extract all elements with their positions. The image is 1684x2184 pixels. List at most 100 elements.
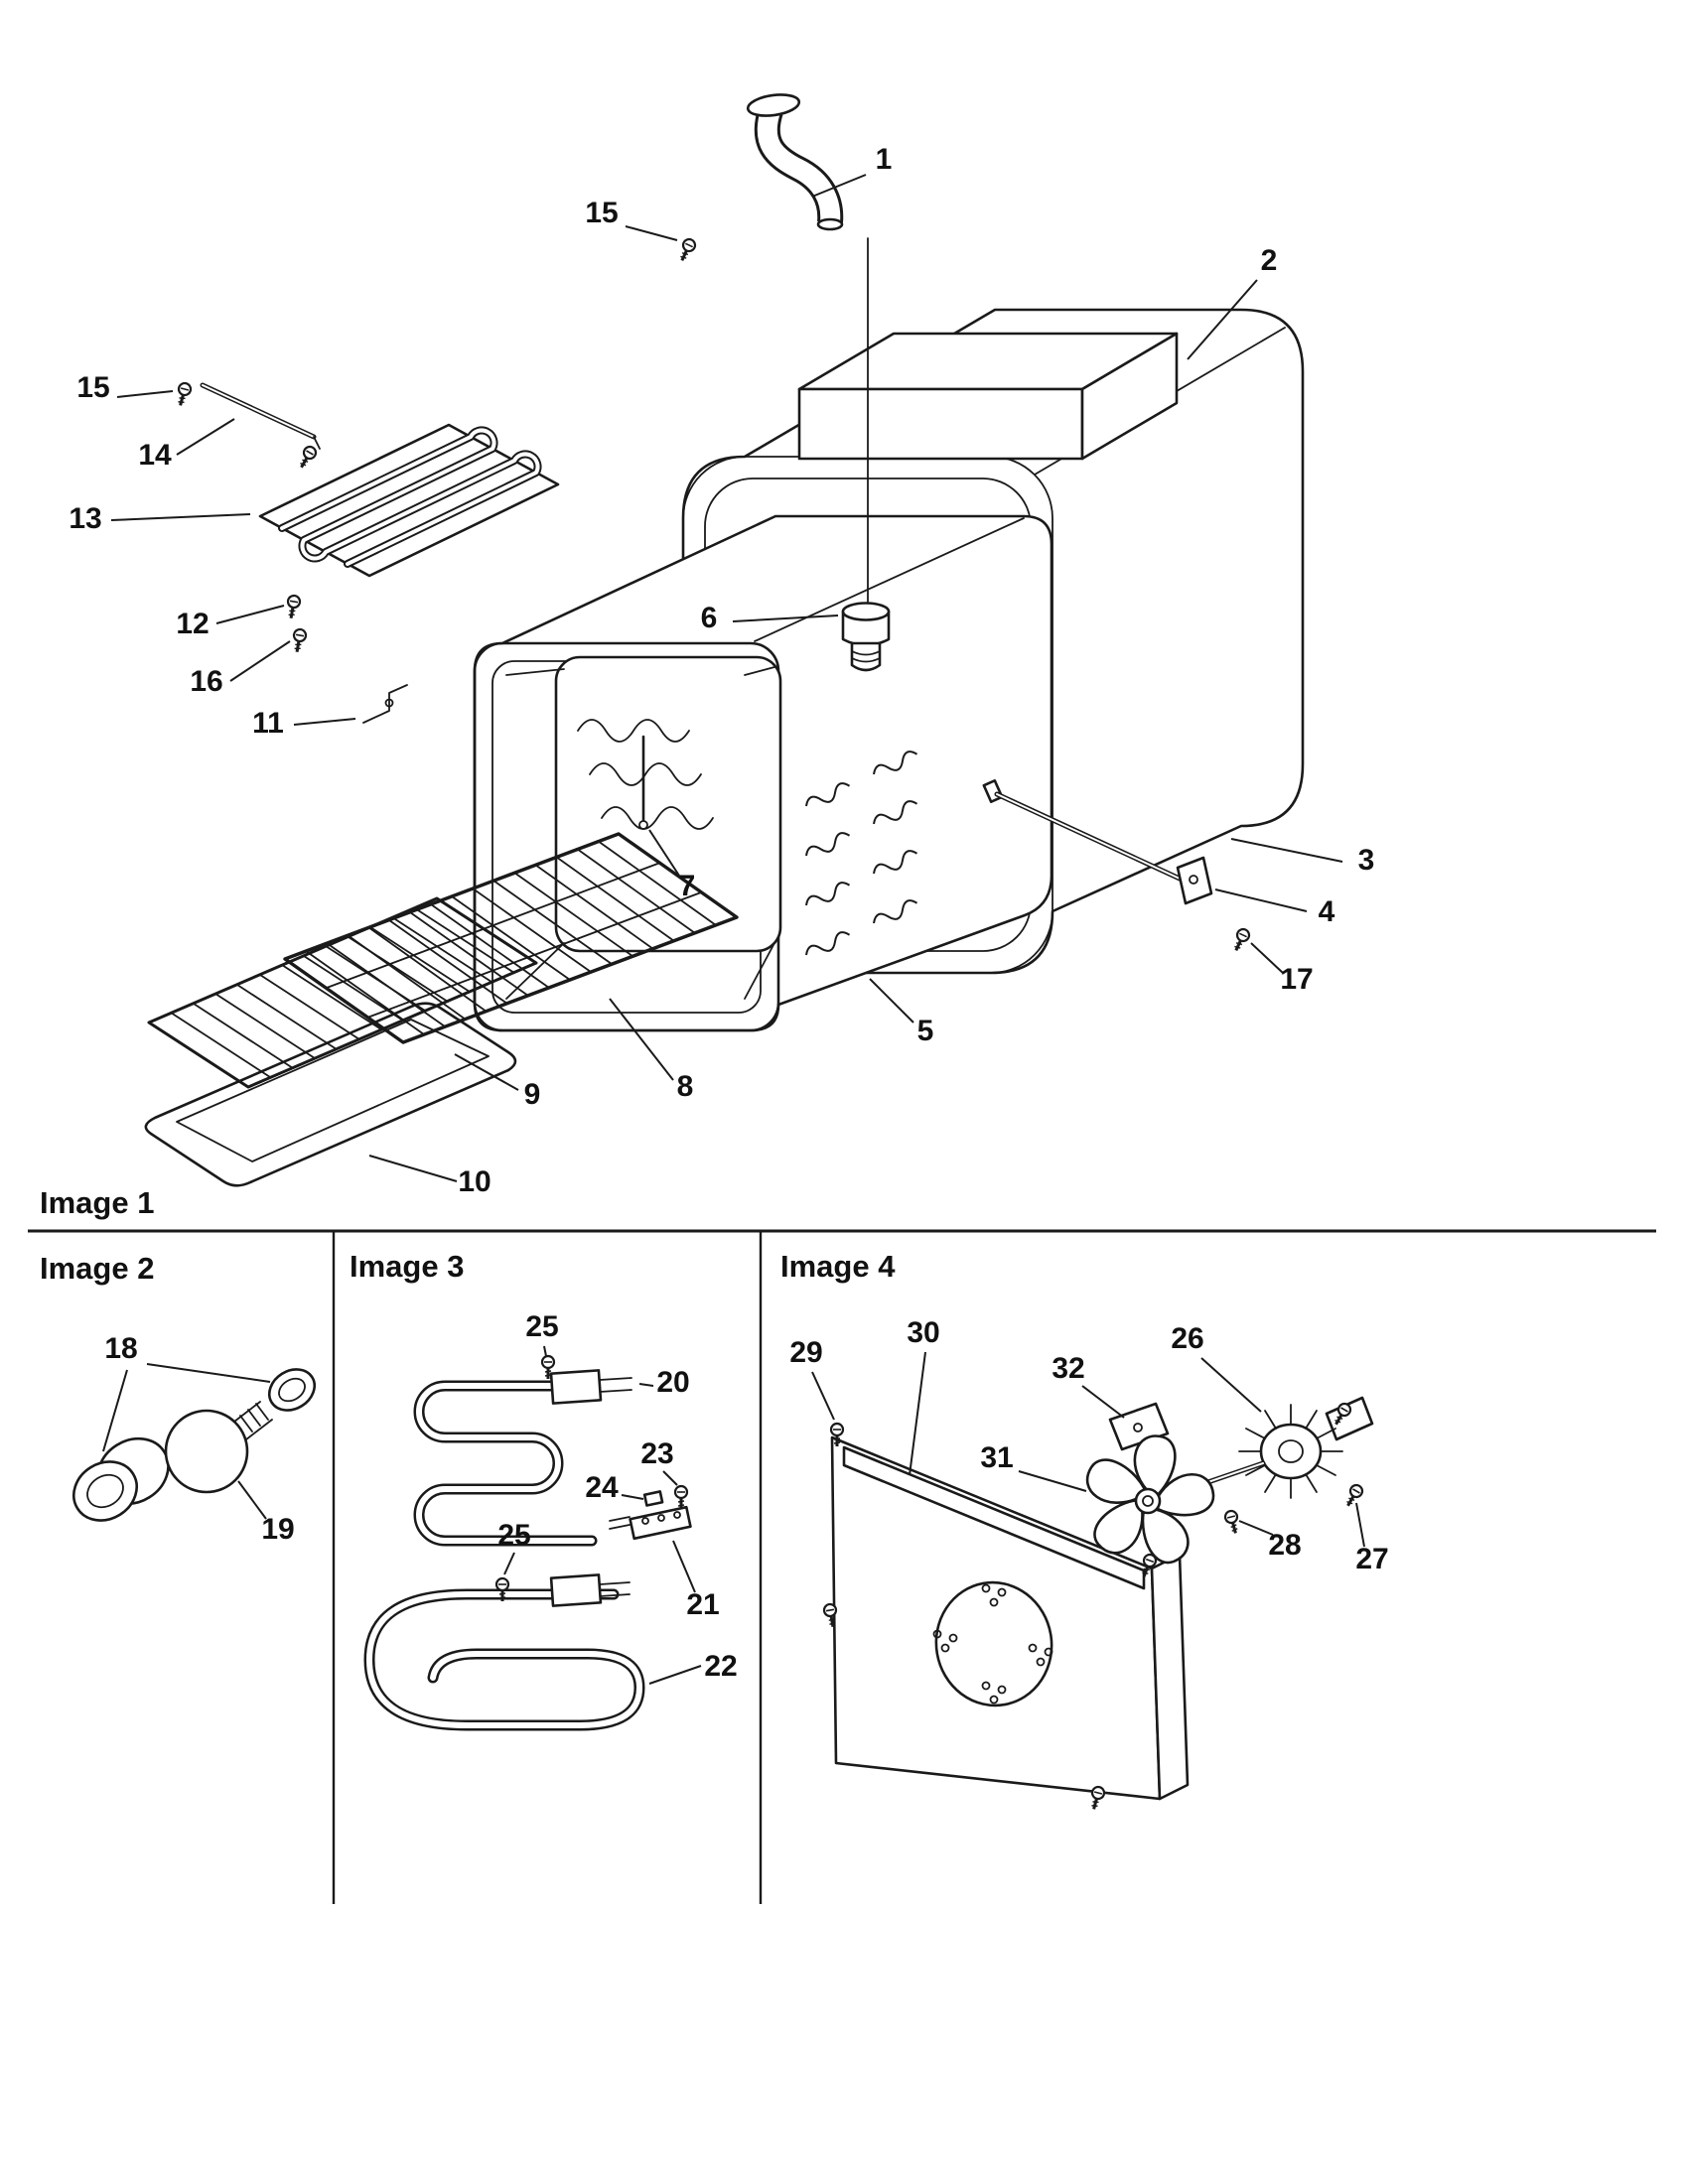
broil-panel-part: [258, 423, 560, 578]
callout-11-number: 11: [252, 707, 284, 740]
callout-31-leader: [1018, 1470, 1087, 1492]
callout-27: 27: [1355, 1502, 1389, 1575]
bracket-part-11: [362, 684, 408, 724]
rack-wires: [284, 833, 738, 1043]
section-dividers: [28, 1229, 1656, 1904]
callout-9: 9: [454, 1053, 541, 1111]
screw-16: [289, 626, 309, 655]
callout-21: 21: [672, 1540, 720, 1621]
interior-broil-element: [577, 719, 714, 830]
callout-2-number: 2: [1261, 244, 1278, 277]
callout-5-number: 5: [917, 1015, 934, 1047]
callout-20: 20: [638, 1366, 690, 1399]
callout-7: 7: [648, 829, 695, 902]
fan-blade-part: [1085, 1434, 1215, 1565]
screw-12: [283, 593, 303, 621]
image3-section: Image 3 25: [350, 1249, 738, 1731]
screw-15-left: [173, 380, 194, 409]
screw-17: [1228, 925, 1253, 955]
callout-6-number: 6: [701, 602, 718, 634]
callout-22-number: 22: [704, 1650, 737, 1683]
callout-29-leader: [811, 1371, 835, 1421]
callout-6-leader: [732, 614, 839, 622]
light-socket-part: [841, 602, 891, 672]
screw-27-b: [1340, 1481, 1366, 1511]
callout-5-leader: [869, 978, 914, 1024]
support-rod-part: [200, 382, 321, 450]
callout-23-number: 23: [640, 1437, 673, 1470]
callout-30-number: 30: [907, 1316, 939, 1349]
callout-15-top-leader: [625, 225, 678, 241]
callout-18: 18: [102, 1332, 271, 1452]
callout-3-leader: [1230, 838, 1343, 863]
callout-15-left: 15: [76, 371, 174, 404]
callout-12: 12: [176, 605, 285, 640]
callout-30-leader: [909, 1351, 926, 1476]
broil-element-part: [413, 1369, 632, 1547]
light-bulb-part: [164, 1401, 273, 1494]
callout-23: 23: [640, 1437, 678, 1486]
callout-24-number: 24: [585, 1471, 619, 1504]
callout-14: 14: [138, 418, 235, 472]
terminal-clip-24: [642, 1490, 664, 1507]
callout-14-number: 14: [138, 439, 172, 472]
callout-25b-leader: [503, 1552, 515, 1575]
callout-32: 32: [1052, 1352, 1125, 1419]
oven-sensor-part: [638, 735, 648, 830]
callout-21-leader: [672, 1540, 696, 1593]
fan-motor-part: [1152, 1396, 1374, 1507]
callout-28-leader: [1238, 1520, 1274, 1536]
callout-25b-number: 25: [497, 1519, 530, 1552]
callout-22-leader: [648, 1665, 702, 1685]
callout-11: 11: [252, 707, 356, 740]
callout-15-top-number: 15: [585, 197, 618, 229]
callout-14-leader: [176, 418, 235, 456]
image1-label: Image 1: [40, 1185, 154, 1220]
callout-18-leader-lens: [102, 1369, 128, 1452]
callout-25a-number: 25: [525, 1310, 558, 1343]
callout-16: 16: [190, 640, 291, 698]
image2-section: Image 2 18 19: [40, 1251, 317, 1546]
callout-10: 10: [368, 1155, 491, 1198]
callout-26: 26: [1171, 1322, 1262, 1413]
callout-10-number: 10: [458, 1165, 491, 1198]
callout-32-leader: [1081, 1385, 1125, 1419]
callout-17-leader: [1250, 942, 1284, 974]
callout-23-leader: [662, 1470, 678, 1486]
element-coils: [148, 897, 537, 1088]
callout-7-leader: [648, 829, 680, 877]
image4-section: Image 4: [780, 1249, 1389, 1813]
callout-32-number: 32: [1052, 1352, 1084, 1385]
callout-2-leader: [1187, 279, 1258, 360]
callout-2: 2: [1187, 244, 1278, 360]
oven-rack-part: [283, 832, 739, 1044]
callout-6: 6: [701, 602, 839, 634]
terminal-block-part: [609, 1490, 692, 1541]
callout-21-number: 21: [686, 1588, 719, 1621]
callout-1-number: 1: [876, 143, 893, 176]
callout-9-leader: [454, 1053, 519, 1091]
callout-8-number: 8: [677, 1070, 694, 1103]
callout-24-leader: [621, 1494, 644, 1500]
callout-13: 13: [69, 502, 251, 535]
callout-26-leader: [1200, 1357, 1262, 1413]
callout-10-leader: [368, 1155, 458, 1182]
oven-pan-part: [144, 1002, 517, 1187]
side-rod-part: [982, 779, 1208, 893]
light-lens-part: [72, 1436, 170, 1522]
callout-13-number: 13: [69, 502, 101, 535]
callout-1: 1: [811, 143, 893, 198]
image1-section: 1 15 2 15 14 13 12 16: [40, 93, 1374, 1220]
callout-15-left-number: 15: [76, 371, 109, 404]
callout-27-leader: [1355, 1502, 1365, 1548]
screw-under-rod: [294, 443, 320, 473]
callout-19-number: 19: [261, 1513, 294, 1546]
callout-4: 4: [1214, 888, 1335, 928]
callout-15-top: 15: [585, 197, 678, 241]
callout-9-number: 9: [524, 1078, 541, 1111]
callout-17-number: 17: [1280, 963, 1313, 996]
image2-label: Image 2: [40, 1251, 154, 1286]
callout-17: 17: [1250, 942, 1314, 996]
callout-18-leader-ring: [146, 1363, 271, 1383]
